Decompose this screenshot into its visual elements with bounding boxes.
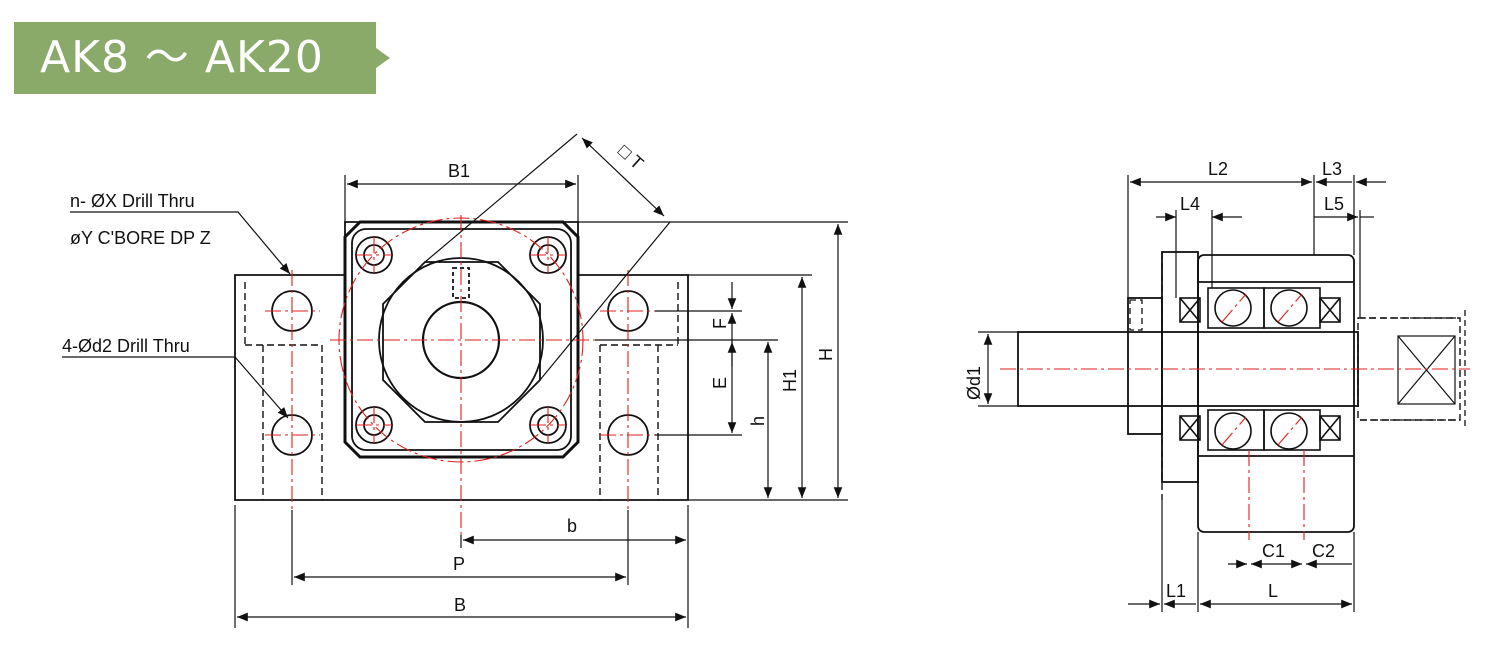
side-dimensions xyxy=(978,175,1386,612)
dim-label-L4: L4 xyxy=(1180,194,1200,214)
dim-label-B1: B1 xyxy=(448,161,470,181)
side-center-lines xyxy=(1000,293,1470,540)
bearings xyxy=(1179,287,1341,451)
dim-label-h: h xyxy=(748,416,768,426)
dim-label-B: B xyxy=(454,595,466,615)
dim-label-H1: H1 xyxy=(780,369,800,392)
mounting-holes xyxy=(271,290,649,456)
lock-nut xyxy=(1127,297,1163,435)
title-banner xyxy=(14,22,376,94)
callout-d2-drill: 4-Ød2 Drill Thru xyxy=(62,336,190,356)
dim-label-d1: Ød1 xyxy=(964,366,984,400)
dim-label-H: H xyxy=(816,348,836,361)
callout-drill-thru: n- ØX Drill Thru xyxy=(70,191,195,211)
dim-label-E: E xyxy=(710,377,730,389)
dim-label-b: b xyxy=(567,516,577,536)
set-screw xyxy=(452,267,470,299)
housing xyxy=(1197,254,1355,533)
hidden-lines xyxy=(244,282,679,500)
side-view xyxy=(1017,251,1466,533)
flange-plate xyxy=(343,220,580,459)
dim-label-L2: L2 xyxy=(1208,159,1228,179)
callout-cbore: øY C'BORE DP Z xyxy=(70,228,211,248)
dim-label-L1: L1 xyxy=(1166,581,1186,601)
title-banner-arrow xyxy=(376,48,390,68)
dim-label-L5: L5 xyxy=(1324,194,1344,214)
dim-label-T: □ T xyxy=(614,141,647,174)
front-center-lines xyxy=(265,215,655,535)
dim-label-F: F xyxy=(710,318,730,329)
page-title: AK8 ～ AK20 xyxy=(40,32,324,83)
dim-label-C1: C1 xyxy=(1262,541,1285,561)
dim-label-C2: C2 xyxy=(1312,541,1335,561)
front-dimensions xyxy=(62,133,848,628)
dim-label-L: L xyxy=(1268,581,1278,601)
dim-label-P: P xyxy=(453,554,465,574)
dim-label-L3: L3 xyxy=(1322,159,1342,179)
